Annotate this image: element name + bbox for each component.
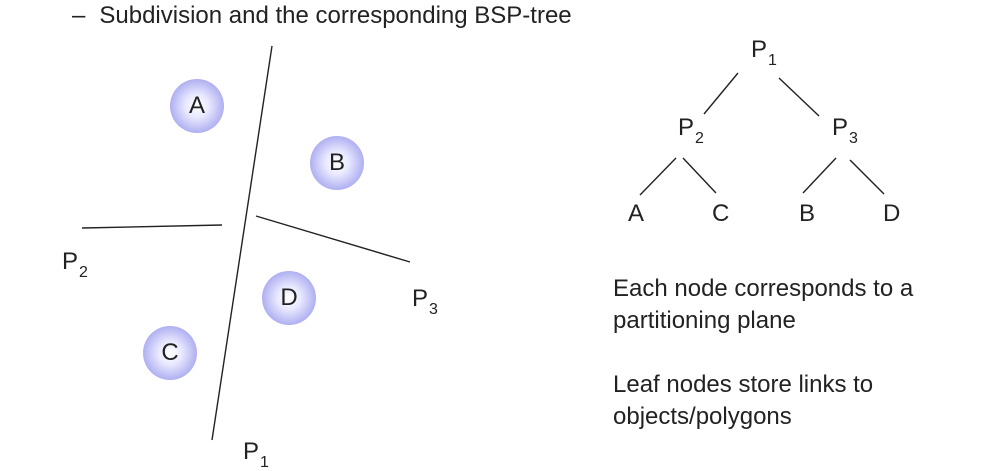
object-b-circle: B xyxy=(310,136,364,190)
plane-p2-label: P2 xyxy=(62,248,88,281)
tree-edge-p3-d xyxy=(849,159,885,195)
tree-edge-p1-p3 xyxy=(778,77,820,117)
object-a-label: A xyxy=(188,92,205,119)
plane-p1-line xyxy=(211,45,273,441)
plane-p3-line xyxy=(255,215,411,263)
tree-leaf-d: D xyxy=(883,200,901,227)
bullet-dash: – xyxy=(72,2,86,29)
tree-edge-p2-c xyxy=(682,157,717,194)
tree-node-right: P3 xyxy=(832,114,858,147)
tree-edge-p1-p2 xyxy=(703,72,739,115)
tree-node-root: P1 xyxy=(751,36,777,69)
tree-leaf-b: B xyxy=(799,200,816,227)
plane-p3-label: P3 xyxy=(412,285,438,318)
subheading-text: Subdivision and the corresponding BSP-tr… xyxy=(99,2,572,29)
object-c-label: C xyxy=(161,339,179,366)
note-node-plane: Each node corresponds to a partitioning … xyxy=(613,275,914,334)
object-b-label: B xyxy=(328,149,345,176)
tree-leaf-a: A xyxy=(628,200,645,227)
object-d-label: D xyxy=(280,284,298,311)
subheading: –Subdivision and the corresponding BSP-t… xyxy=(72,2,572,30)
tree-edge-p3-b xyxy=(802,157,837,194)
object-c-circle: C xyxy=(143,326,197,380)
tree-edge-p2-a xyxy=(639,157,677,196)
plane-p2-line xyxy=(81,224,223,229)
object-d-circle: D xyxy=(262,271,316,325)
object-a-circle: A xyxy=(170,79,224,133)
tree-node-left: P2 xyxy=(678,114,704,147)
plane-p1-label: P1 xyxy=(243,438,269,471)
tree-leaf-c: C xyxy=(712,200,730,227)
note-leaf-links: Leaf nodes store links to objects/polygo… xyxy=(613,371,874,430)
